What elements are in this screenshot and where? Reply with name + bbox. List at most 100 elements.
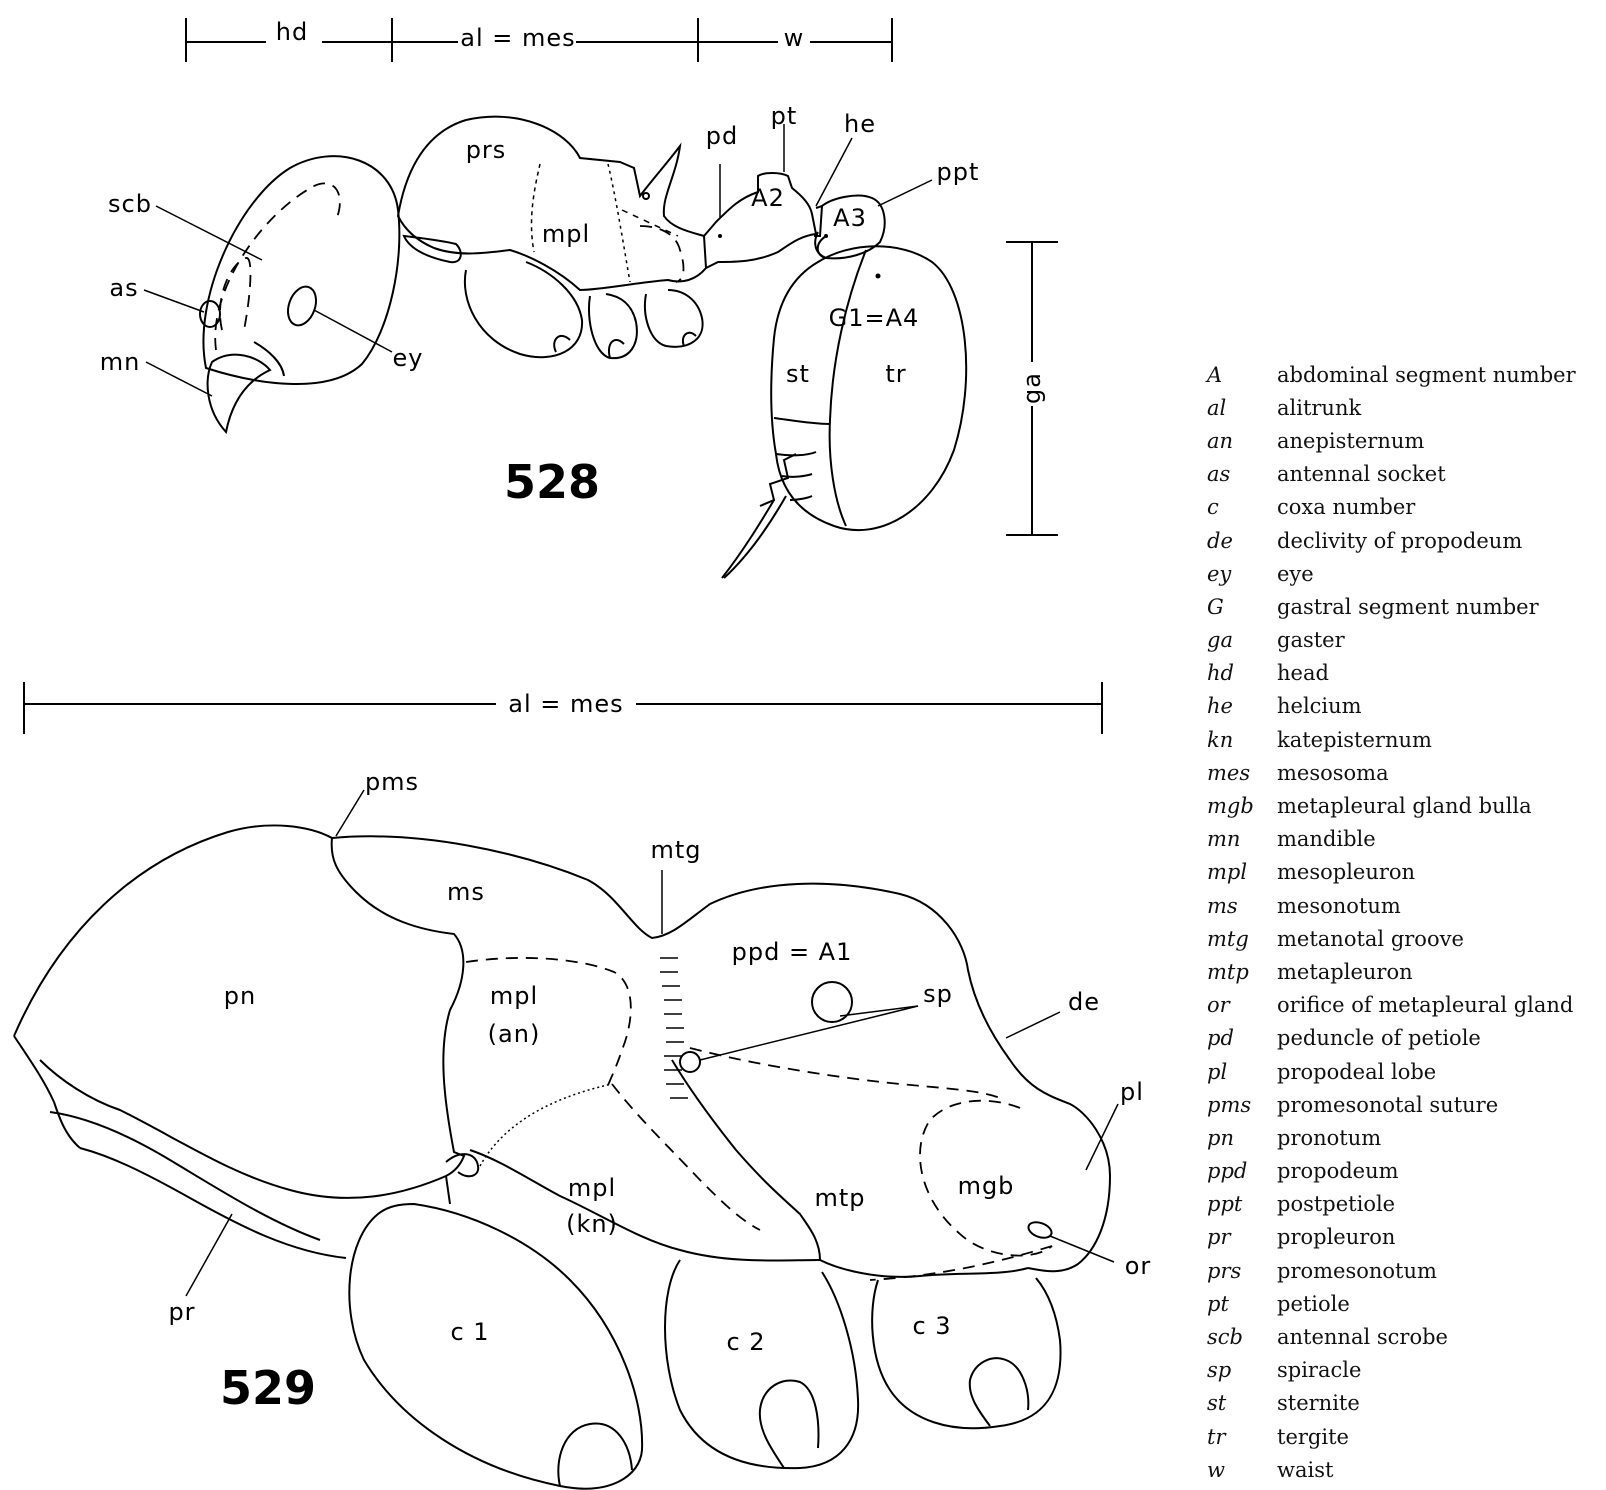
legend-row: ccoxa number — [1207, 491, 1606, 524]
label-ey: ey — [393, 344, 424, 372]
legend-term: katepisternum — [1277, 728, 1432, 752]
label-scb: scb — [108, 190, 152, 218]
label-mpl-an-1: mpl — [490, 982, 538, 1010]
legend-row: Ggastral segment number — [1207, 590, 1606, 623]
legend-term: metapleural gland bulla — [1277, 794, 1532, 818]
fig528-gaster-scale: ga — [1006, 242, 1058, 535]
legend-row: spspiracle — [1207, 1354, 1606, 1387]
legend-abbr: mgb — [1207, 794, 1277, 818]
label-A2: A2 — [751, 184, 785, 212]
legend-abbr: ppt — [1207, 1192, 1277, 1216]
legend-row: msmesonotum — [1207, 889, 1606, 922]
legend-term: sternite — [1277, 1391, 1360, 1415]
legend-abbr: or — [1207, 993, 1277, 1017]
legend-row: pnpronotum — [1207, 1121, 1606, 1154]
legend-term: eye — [1277, 562, 1314, 586]
legend-abbr: mpl — [1207, 860, 1277, 884]
legend-abbr: tr — [1207, 1425, 1277, 1449]
orifice — [1026, 1219, 1053, 1240]
legend-term: tergite — [1277, 1425, 1349, 1449]
scale-hd: hd — [276, 18, 308, 46]
legend-term: promesonotum — [1277, 1259, 1437, 1283]
fig528-mesosoma — [398, 117, 706, 290]
legend-term: postpetiole — [1277, 1192, 1395, 1216]
legend-term: anepisternum — [1277, 429, 1424, 453]
label-pn: pn — [224, 982, 256, 1010]
legend-term: orifice of metapleural gland — [1277, 993, 1573, 1017]
legend-abbr: hd — [1207, 661, 1277, 685]
spiracle-small — [680, 1052, 700, 1072]
legend-abbr: ms — [1207, 894, 1277, 918]
fig528-leaders — [144, 124, 932, 396]
legend-row: mgbmetapleural gland bulla — [1207, 789, 1606, 822]
fig529-coxae — [349, 1204, 1060, 1489]
legend-abbr: kn — [1207, 728, 1277, 752]
label-as: as — [109, 274, 138, 302]
legend-term: helcium — [1277, 694, 1362, 718]
legend-abbr: A — [1207, 363, 1277, 387]
legend-term: metanotal groove — [1277, 927, 1464, 951]
scale-al-mes-529: al = mes — [508, 690, 623, 718]
label-pt: pt — [771, 102, 798, 130]
legend-abbr: prs — [1207, 1259, 1277, 1283]
legend-row: Aabdominal segment number — [1207, 358, 1606, 391]
fig529-scale-bar: al = mes — [24, 682, 1102, 734]
legend-abbr: pms — [1207, 1093, 1277, 1117]
legend-row: wwaist — [1207, 1453, 1606, 1486]
legend-abbr: an — [1207, 429, 1277, 453]
legend-abbr: pd — [1207, 1026, 1277, 1050]
legend-abbr: ppd — [1207, 1159, 1277, 1183]
legend-row: eyeye — [1207, 557, 1606, 590]
label-st: st — [786, 360, 810, 388]
label-mpl: mpl — [542, 220, 590, 248]
legend-term: waist — [1277, 1458, 1333, 1482]
legend-abbr: ey — [1207, 562, 1277, 586]
legend-row: asantennal socket — [1207, 458, 1606, 491]
label-he: he — [844, 110, 876, 138]
label-prs: prs — [466, 136, 507, 164]
legend-row: prspromesonotum — [1207, 1254, 1606, 1287]
fig528-coxae — [465, 262, 703, 358]
legend-term: metapleuron — [1277, 960, 1413, 984]
fig529-pronotum — [14, 825, 464, 1258]
label-A3: A3 — [833, 204, 867, 232]
legend-abbr: de — [1207, 529, 1277, 553]
scale-al-mes: al = mes — [460, 24, 575, 52]
figure-number-529: 529 — [220, 1361, 316, 1415]
label-ppt: ppt — [937, 158, 980, 186]
label-mpl-an-2: (an) — [488, 1020, 541, 1048]
legend-term: propodeum — [1277, 1159, 1399, 1183]
legend-term: coxa number — [1277, 495, 1415, 519]
label-pl: pl — [1120, 1078, 1144, 1106]
fig528-head — [200, 156, 399, 432]
label-pr: pr — [168, 1298, 195, 1326]
legend-abbr: as — [1207, 462, 1277, 486]
legend-term: propleuron — [1277, 1225, 1395, 1249]
legend-row: hdhead — [1207, 657, 1606, 690]
legend-term: mesopleuron — [1277, 860, 1415, 884]
label-tr: tr — [885, 360, 906, 388]
legend-term: abdominal segment number — [1277, 363, 1576, 387]
scale-w: w — [784, 24, 805, 52]
spiracle-large — [812, 982, 852, 1022]
fig529-sutures — [466, 958, 1052, 1280]
figure-528: hd al = mes w ga — [100, 18, 1058, 578]
label-mn: mn — [100, 348, 141, 376]
label-c2: c 2 — [726, 1328, 765, 1356]
legend-abbr: mes — [1207, 761, 1277, 785]
legend-abbr: mtp — [1207, 960, 1277, 984]
